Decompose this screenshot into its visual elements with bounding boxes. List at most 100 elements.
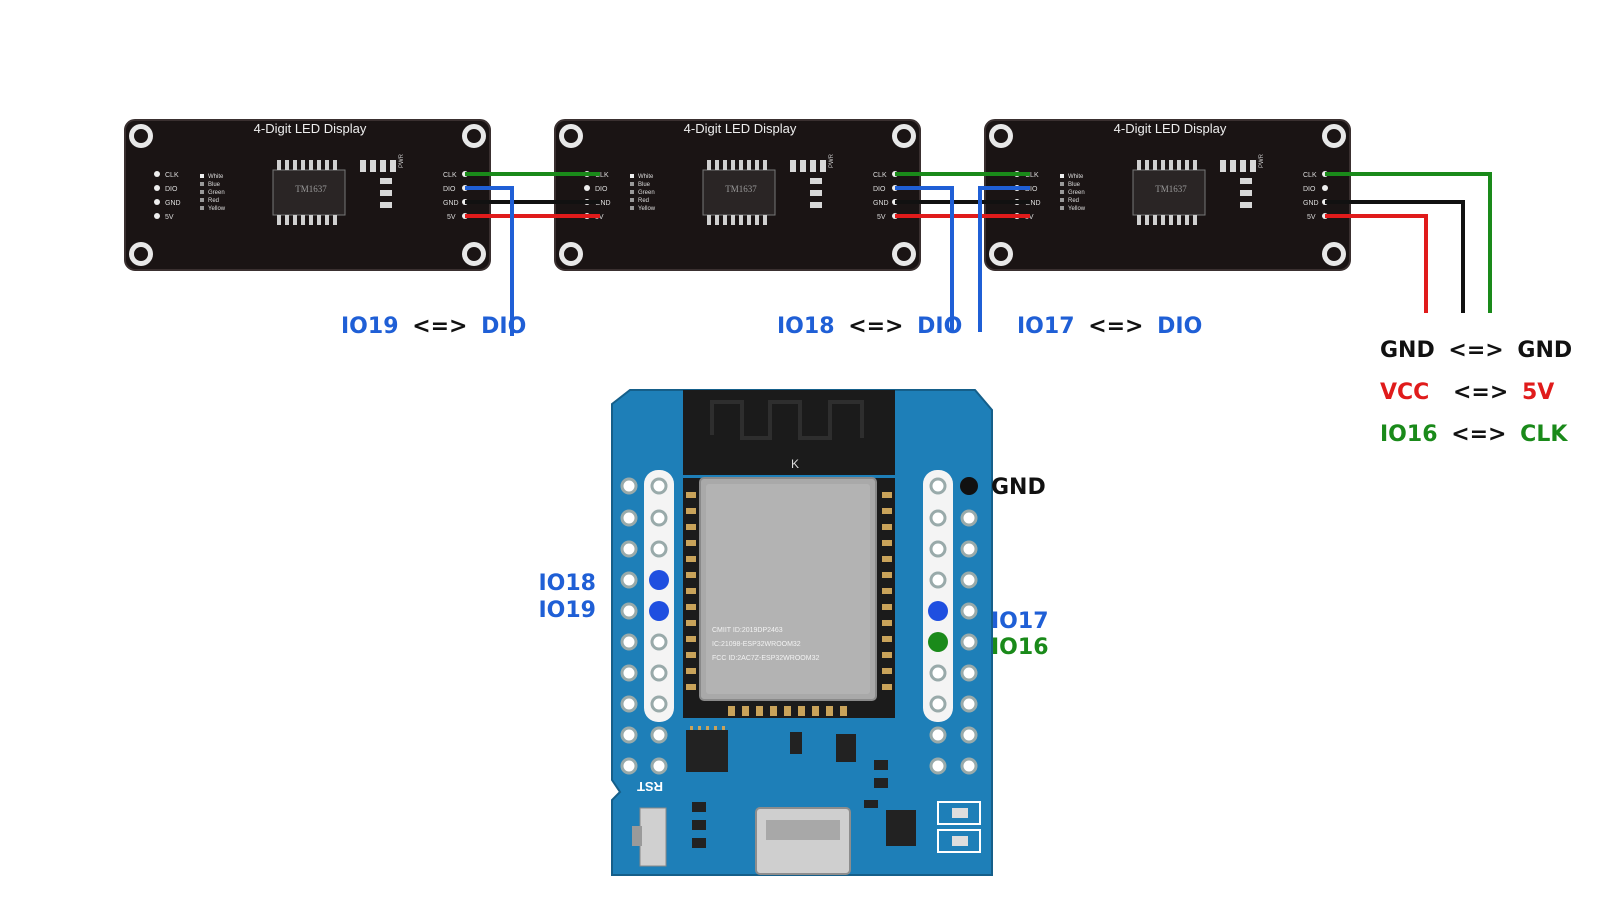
pin-label: DIO: [873, 186, 886, 193]
tm1637-chip-icon: TM1637: [702, 160, 776, 225]
wire-dio-io18: [895, 186, 954, 332]
antenna-mark: K: [791, 457, 799, 471]
label-io: IO16: [1380, 422, 1438, 447]
label-io19-dio: IO19 <=> DIO: [341, 314, 526, 339]
label-io: GND: [1380, 338, 1435, 363]
display-module-1: 4-Digit LED Display TM1637 PWR CLK DIO G…: [124, 119, 491, 271]
usb-uart-chip-icon: [686, 726, 728, 772]
label-arrow: <=>: [848, 314, 903, 339]
right-outer-pins: [960, 509, 978, 775]
color-name: Red: [1068, 198, 1079, 204]
label-gnd-gnd: GND <=> GND: [1380, 338, 1572, 363]
color-legend: White Blue Green Red Yellow: [1060, 174, 1086, 212]
wire-gnd: [1325, 200, 1465, 313]
module-pads: [686, 492, 892, 716]
pin-label: CLK: [1025, 172, 1039, 179]
wire-5v: [1325, 214, 1428, 313]
left-pin-header: CLK DIO GND 5V: [154, 171, 181, 221]
label-arrow: <=>: [412, 314, 467, 339]
display-title: 4-Digit LED Display: [1114, 121, 1227, 136]
mount-hole-icon: [892, 124, 916, 148]
label-pin: GND: [1517, 338, 1572, 363]
display-title: 4-Digit LED Display: [684, 121, 797, 136]
wire-dio-io19: [465, 186, 514, 336]
module-text: FCC ID:2AC7Z-ESP32WROOM32: [712, 655, 819, 662]
display-module-3: 4-Digit LED Display TM1637 PWR CLK DIO G…: [984, 119, 1351, 271]
mount-hole-icon: [989, 242, 1013, 266]
label-io: IO19: [341, 314, 399, 339]
mount-hole-icon: [1322, 124, 1346, 148]
wire-dio-io17: [978, 186, 1030, 332]
pin-label: GND: [873, 200, 889, 207]
label-arrow: <=>: [1453, 380, 1508, 405]
smd-components-icon: [692, 732, 916, 848]
color-name: Red: [638, 198, 649, 204]
connection-labels: IO19 <=> DIO IO18 <=> DIO IO17 <=> DIO G…: [341, 314, 1572, 447]
pin-label: GND: [595, 200, 611, 207]
label-io: IO17: [1017, 314, 1075, 339]
mount-hole-icon: [129, 124, 153, 148]
label-io19: IO19: [538, 598, 596, 623]
label-io16: IO16: [991, 635, 1049, 660]
color-name: White: [1068, 174, 1084, 180]
color-name: Green: [1068, 190, 1085, 196]
pin-gnd-dot: [960, 477, 978, 495]
pin-label: CLK: [1303, 172, 1317, 179]
reset-button-icon[interactable]: [632, 807, 667, 867]
module-text: IC:21098-ESP32WROOM32: [712, 641, 801, 648]
color-name: Green: [208, 190, 225, 196]
pin-label: CLK: [595, 172, 609, 179]
label-arrow: <=>: [1088, 314, 1143, 339]
label-gnd: GND: [991, 475, 1046, 500]
pin-label: 5V: [447, 214, 456, 221]
pin-label: CLK: [873, 172, 887, 179]
label-io16-clk: IO16 <=> CLK: [1380, 422, 1568, 447]
pin-label: 5V: [165, 214, 174, 221]
chip-label: TM1637: [1155, 184, 1187, 194]
label-io17: IO17: [991, 609, 1049, 634]
antenna-trace-icon: [710, 400, 864, 440]
pin-label: DIO: [1025, 186, 1038, 193]
color-name: White: [638, 174, 654, 180]
pin-io18-dot: [649, 570, 669, 590]
pin-label: 5V: [1307, 214, 1316, 221]
mount-hole-icon: [559, 124, 583, 148]
module-markings: CMIIT ID:2019DP2463 IC:21098-ESP32WROOM3…: [712, 627, 819, 662]
color-legend: White Blue Green Red Yellow: [200, 174, 226, 212]
mount-hole-icon: [462, 124, 486, 148]
label-io17-dio: IO17 <=> DIO: [1017, 314, 1202, 339]
pin-io16-dot: [928, 632, 948, 652]
left-outer-pins: [620, 477, 638, 775]
mount-hole-icon: [989, 124, 1013, 148]
board-pin-labels: GND IO18 IO19 IO17 IO16: [538, 475, 1048, 660]
pin-label: 5V: [877, 214, 886, 221]
label-io18-dio: IO18 <=> DIO: [777, 314, 962, 339]
label-arrow: <=>: [1448, 338, 1503, 363]
label-io: IO18: [777, 314, 835, 339]
pin-io19-dot: [649, 601, 669, 621]
mount-hole-icon: [462, 242, 486, 266]
pwr-label: PWR: [399, 153, 405, 168]
pin-io17-dot: [928, 601, 948, 621]
pin-label: CLK: [443, 172, 457, 179]
smd-components-icon: [360, 160, 396, 208]
color-legend: White Blue Green Red Yellow: [630, 174, 656, 212]
display-module-2: 4-Digit LED Display TM1637 PWR CLK DIO G…: [554, 119, 921, 271]
pin-label: DIO: [1303, 186, 1316, 193]
led-icon: [937, 801, 981, 853]
chip-label: TM1637: [725, 184, 757, 194]
color-name: Green: [638, 190, 655, 196]
color-name: Red: [208, 198, 219, 204]
module-text: CMIIT ID:2019DP2463: [712, 627, 783, 634]
label-pin: 5V: [1522, 380, 1554, 405]
pin-label: GND: [1025, 200, 1041, 207]
label-pin: CLK: [1520, 422, 1568, 447]
rst-label: RST: [637, 779, 663, 794]
smd-components-icon: [1220, 160, 1256, 208]
pwr-label: PWR: [829, 153, 835, 168]
left-inner-pins: [650, 477, 668, 775]
pin-label: GND: [443, 200, 459, 207]
color-name: Yellow: [1068, 206, 1086, 212]
color-name: Blue: [1068, 182, 1081, 188]
label-pin: DIO: [481, 314, 526, 339]
